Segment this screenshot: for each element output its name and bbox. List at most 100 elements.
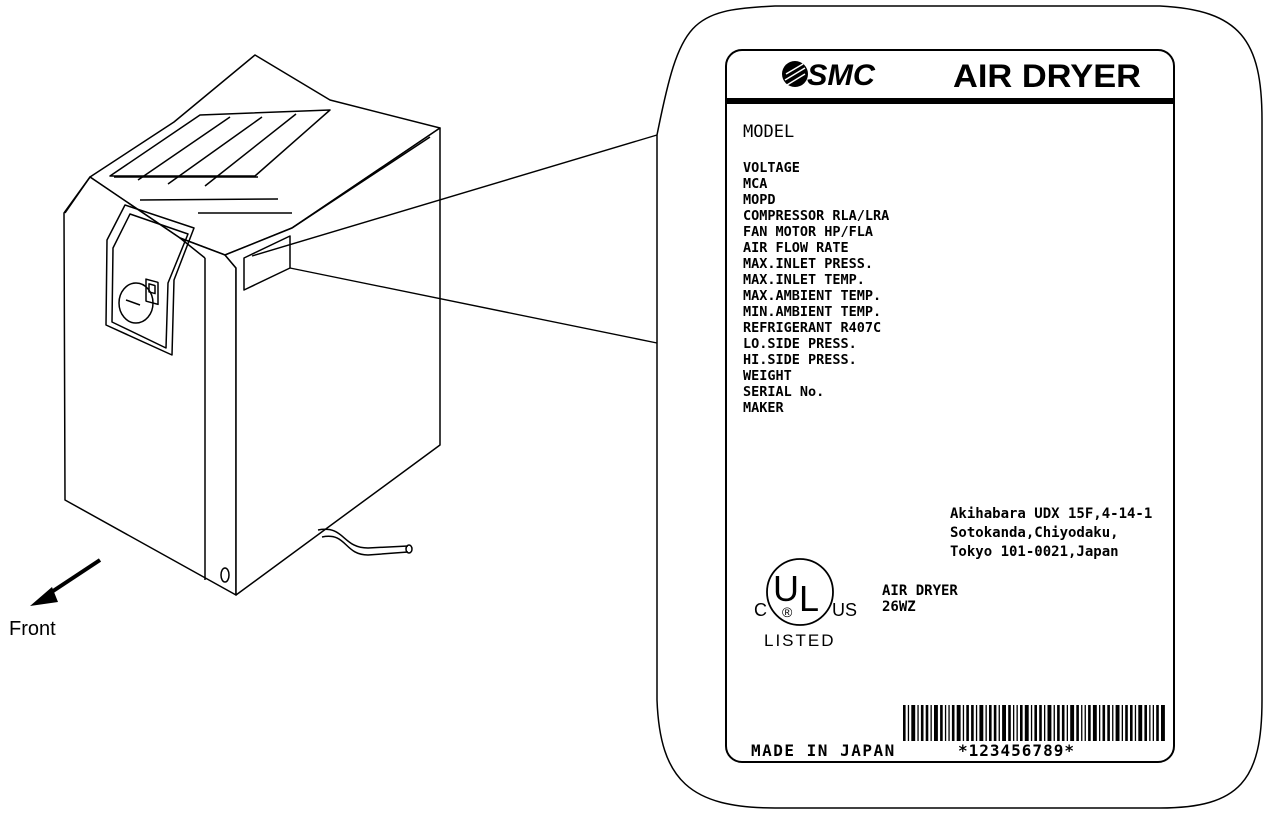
barcode-bar — [1084, 705, 1086, 741]
barcode-number: *123456789* — [958, 741, 1075, 760]
barcode-bar — [934, 705, 938, 741]
barcode-bar — [1125, 705, 1128, 741]
barcode-bar — [1047, 705, 1052, 741]
unit-lid-panels — [109, 109, 331, 177]
spec-list: VOLTAGE MCA MOPD COMPRESSOR RLA/LRA FAN … — [743, 160, 889, 416]
barcode-bar — [979, 705, 984, 741]
barcode-bar — [1061, 705, 1065, 741]
name-plate: SMC AIR DRYER MODEL VOLTAGE MCA MOPD COM… — [725, 49, 1175, 763]
barcode-bar — [917, 705, 919, 741]
barcode-bar — [1030, 705, 1033, 741]
barcode-bar — [1024, 705, 1029, 741]
spec-label: MCA — [743, 176, 767, 192]
barcode-bar — [1066, 705, 1068, 741]
barcode-bar — [951, 705, 955, 741]
spec-label: MAX.AMBIENT TEMP. — [743, 288, 881, 304]
barcode-bar — [1102, 705, 1106, 741]
barcode-bar — [948, 705, 950, 741]
barcode-bar — [1081, 705, 1083, 741]
spec-label: HI.SIDE PRESS. — [743, 352, 857, 368]
callout-leader-bottom — [289, 267, 658, 344]
barcode-bar — [971, 705, 974, 741]
barcode-bar — [1107, 705, 1110, 741]
drain-port-icon — [220, 567, 230, 583]
barcode-bar — [1076, 705, 1079, 741]
spec-label: VOLTAGE — [743, 160, 800, 176]
barcode-bar — [944, 705, 947, 741]
barcode-bar — [966, 705, 969, 741]
ul-listed-mark: U L C ® US LISTED — [754, 558, 857, 650]
barcode-bar — [1013, 705, 1015, 741]
barcode-bar — [1002, 705, 1006, 741]
spec-label: REFRIGERANT R407C — [743, 320, 881, 336]
spec-label: WEIGHT — [743, 368, 792, 384]
front-label: Front — [9, 618, 56, 640]
barcode-bar — [1138, 705, 1143, 741]
barcode-bar — [975, 705, 978, 741]
power-switch-icon — [145, 278, 159, 306]
barcode-bar — [903, 705, 906, 741]
barcode-bar — [1016, 705, 1018, 741]
name-plate-border — [725, 49, 1175, 763]
pressure-gauge-icon — [118, 282, 154, 324]
barcode-bar — [1044, 705, 1046, 741]
barcode-bar — [1112, 705, 1114, 741]
spec-label: MAX.INLET PRESS. — [743, 256, 873, 272]
spec-label: LO.SIDE PRESS. — [743, 336, 857, 352]
barcode-bar — [911, 705, 916, 741]
barcode-bar — [1115, 705, 1120, 741]
barcode-bar — [1161, 705, 1165, 741]
spec-label: SERIAL No. — [743, 384, 824, 400]
address-line: Akihabara UDX 15F,4-14-1 — [950, 506, 1152, 522]
spec-label: FAN MOTOR HP/FLA — [743, 224, 873, 240]
barcode-bar — [956, 705, 961, 741]
power-cable — [317, 528, 409, 549]
product-line: AIR DRYER — [882, 583, 958, 599]
svg-text:C: C — [754, 600, 767, 620]
front-direction-arrow — [30, 558, 102, 606]
svg-text:L: L — [799, 578, 819, 619]
barcode-bar — [1092, 705, 1097, 741]
product-line: 26WZ — [882, 599, 916, 615]
callout-leader-top — [251, 134, 658, 257]
barcode-bar — [1099, 705, 1101, 741]
barcode-bar — [1039, 705, 1042, 741]
product-info: AIR DRYER 26WZ — [882, 583, 958, 615]
smc-logo: SMC — [782, 59, 876, 92]
barcode-bar — [1020, 705, 1023, 741]
barcode-bar — [907, 705, 910, 741]
barcode-bar — [1130, 705, 1133, 741]
barcode-bar — [1034, 705, 1037, 741]
maker-address: Akihabara UDX 15F,4-14-1 Sotokanda,Chiyo… — [950, 506, 1152, 560]
barcode-bar — [1070, 705, 1075, 741]
control-panel — [105, 204, 195, 356]
svg-text:U: U — [773, 568, 799, 609]
barcode-bar — [1149, 705, 1151, 741]
barcode-bar — [989, 705, 992, 741]
barcode-bar — [1121, 705, 1123, 741]
spec-label: MAKER — [743, 400, 785, 416]
spec-label: AIR FLOW RATE — [743, 240, 849, 256]
barcode-bar — [940, 705, 943, 741]
barcode-bar — [1156, 705, 1159, 741]
spec-label: COMPRESSOR RLA/LRA — [743, 208, 889, 224]
barcode-bar — [930, 705, 932, 741]
svg-text:®: ® — [782, 604, 793, 620]
spec-label: MIN.AMBIENT TEMP. — [743, 304, 881, 320]
made-in-label: MADE IN JAPAN — [751, 741, 896, 760]
plate-title: AIR DRYER — [953, 58, 1141, 94]
barcode-bar — [1144, 705, 1147, 741]
barcode-bar — [925, 705, 929, 741]
barcode-bar — [920, 705, 924, 741]
barcode-bar — [1088, 705, 1091, 741]
svg-text:LISTED: LISTED — [764, 631, 836, 650]
brand-text: SMC — [807, 59, 876, 92]
barcode-bar — [998, 705, 1000, 741]
address-line: Tokyo 101-0021,Japan — [950, 544, 1119, 560]
barcode-bar — [1053, 705, 1055, 741]
barcode-bar — [1152, 705, 1154, 741]
barcode-bar — [1134, 705, 1137, 741]
barcode-bar — [993, 705, 997, 741]
air-dryer-unit — [63, 54, 441, 596]
